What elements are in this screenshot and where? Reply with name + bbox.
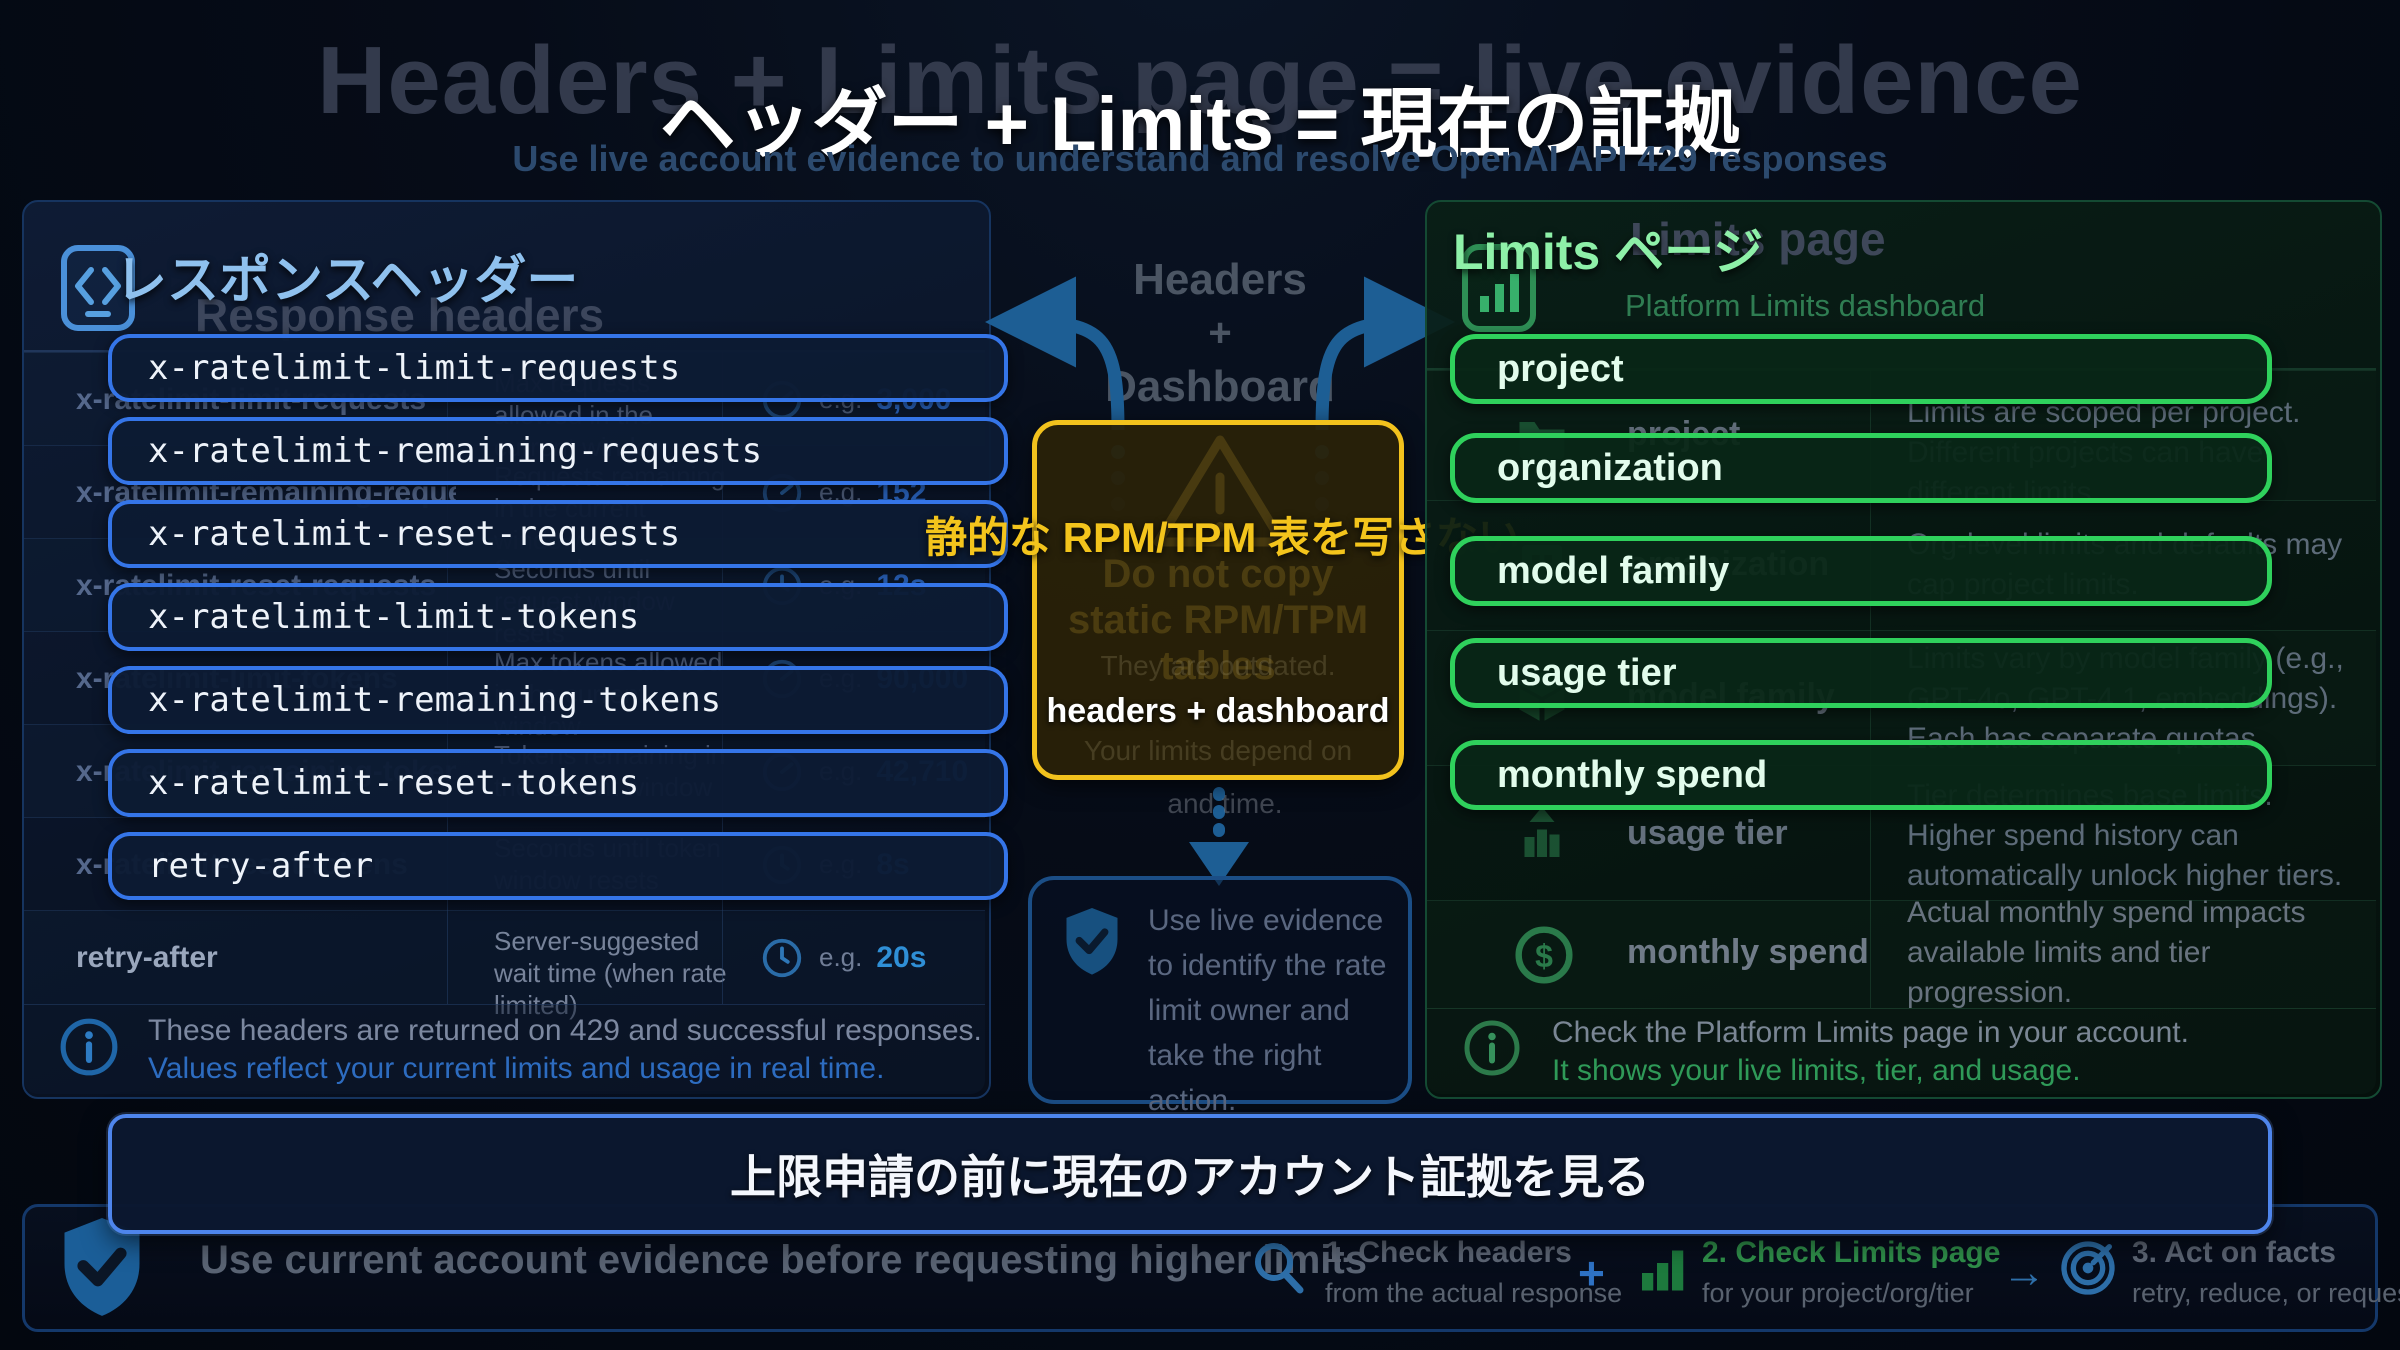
scope-pill: usage tier [1450,638,2272,708]
limit-scope-label: monthly spend [1627,933,1869,971]
junction-line1: Headers [1133,255,1307,304]
conclusion-banner: 上限申請の前に現在のアカウント証拠を見る [108,1114,2272,1234]
ghost-warning-title3: tables [1160,644,1276,688]
right-note-line2: It shows your live limits, tier, and usa… [1552,1054,2081,1087]
scope-pill: monthly spend [1450,740,2272,810]
header-pill: x-ratelimit-remaining-tokens [108,666,1008,734]
warning-triangle-icon [1153,435,1287,547]
footer-title: Use current account evidence before requ… [200,1238,1367,1282]
ghost-warning-body2: Your limits depend on [1083,735,1353,766]
step-line2: for your project/org/tier [1702,1278,1974,1308]
limit-scope-label: usage tier [1627,814,1788,852]
limit-scope-desc: Actual monthly spend impacts available l… [1907,896,2306,1009]
warning-overlay-text: 静的な RPM/TPM 表を写さない [925,514,1520,561]
header-pill: x-ratelimit-limit-requests [108,334,1008,402]
scope-pill: model family [1450,536,2272,606]
header-pill: retry-after [108,832,1008,900]
header-pill: x-ratelimit-remaining-requests [108,417,1008,485]
shield-check-icon [1066,908,1118,975]
junction-line2: + [1208,311,1232,355]
conclusion-banner-text: 上限申請の前に現在のアカウント証拠を見る [730,1151,1650,1203]
page-title: ヘッダー + Limits = 現在の証拠 [659,82,1741,167]
page-subtitle: Use live account evidence to understand … [512,138,1888,179]
step-line1: 2. Check Limits page [1702,1236,2001,1269]
green-bars-icon [1642,1250,1684,1291]
right-note [1427,1008,2376,1094]
step-line1: 1. Check headers [1325,1236,1572,1269]
step-line1: 3. Act on facts [2132,1236,2336,1269]
target-icon [2061,1241,2115,1295]
scope-pill: project [1450,334,2272,404]
tier-icon [1524,807,1560,857]
warning-highlight-text: headers + dashboard [1046,692,1390,730]
footer-step-1: 1. Check headers from the actual respons… [1325,1236,1622,1309]
table-row: $ monthly spend Actual monthly spend imp… [1427,896,2376,1009]
table-row: retry-after Server-suggested wait time (… [24,910,985,1020]
ghost-warning-body1: They are outdated. [1100,650,1336,681]
left-panel-title: レスポンスヘッダー [115,252,579,310]
warning-box [1032,420,1404,780]
dollar-icon: $ [1515,926,1573,984]
header-pill: x-ratelimit-reset-tokens [108,749,1008,817]
svg-text:$: $ [1535,938,1553,974]
header-pill: x-ratelimit-limit-tokens [108,583,1008,651]
left-note-line2: Values reflect your current limits and u… [148,1052,885,1085]
code-terminal-icon [61,245,135,331]
footer-step-2: 2. Check Limits page for your project/or… [1702,1236,2000,1309]
shield-check-icon [64,1218,140,1316]
ghost-warning-title1: Do not copy [1102,552,1334,596]
right-note-line1: Check the Platform Limits page in your a… [1552,1016,2189,1049]
right-panel-subtitle: Platform Limits dashboard [1625,288,1986,323]
header-pill: x-ratelimit-reset-requests [108,500,1008,568]
step-line2: retry, reduce, or request [2132,1278,2400,1308]
ghost-right-panel-title: Limits page [1630,213,1886,265]
clock-icon [762,938,802,977]
junction-line3: Dashboard [1105,362,1335,411]
limits-chart-icon [1462,244,1536,332]
ghost-warning-body4: and time. [1167,788,1283,819]
scope-pill: organization [1450,433,2272,503]
info-icon [60,1018,118,1076]
eg-value: 20s [876,940,927,974]
ghost-page-title: Headers + Limits page = live evidence [317,27,2083,134]
ghost-warning-title2: static RPM/TPM [1067,598,1369,642]
left-note [24,1004,985,1094]
arrow-separator: → [2002,1248,2046,1297]
plus-separator: + [1578,1247,1605,1299]
ghost-left-panel-title: Response headers [195,289,605,341]
eg-label: e.g. [819,942,863,972]
magnifier-icon [1255,1243,1304,1294]
footer-step-3: 3. Act on facts retry, reduce, or reques… [2132,1236,2400,1309]
header-name: retry-after [76,941,218,974]
junction-label: Headers + Dashboard [1035,255,1405,412]
advice-text: Use live evidence to identify the rate l… [1148,904,1387,1117]
info-icon [1464,1020,1520,1076]
step-line2: from the actual response [1325,1278,1623,1308]
right-panel-title: Limits ページ [1453,224,1764,280]
left-note-line1: These headers are returned on 429 and su… [148,1014,982,1047]
